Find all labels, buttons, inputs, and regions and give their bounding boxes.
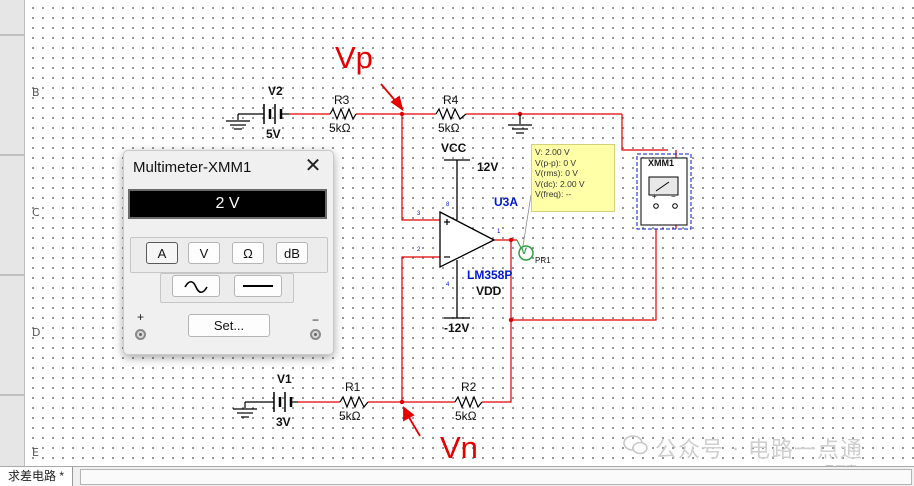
terminal-minus-icon[interactable] <box>310 329 321 340</box>
vcc-name: VCC <box>441 141 467 155</box>
v1-name: V1 <box>277 372 292 386</box>
probe-vpp: V(p-p): 0 V <box>535 157 577 168</box>
terminal-plus-label: + <box>137 310 145 324</box>
schematic-drawing <box>0 34 692 437</box>
r4-value: 5kΩ <box>438 121 460 135</box>
settings-button[interactable]: Set... <box>188 314 270 337</box>
multimeter-panel[interactable]: Multimeter-XMM1 ✕ 2 V A V Ω dB + − Set..… <box>123 150 334 355</box>
v1-value: 3V <box>276 415 291 429</box>
r3-name: R3 <box>334 93 350 107</box>
probe-vfreq: V(freq): -- <box>535 189 572 199</box>
opamp-symbol[interactable] <box>439 159 496 319</box>
ruler-row-e: E <box>32 446 39 459</box>
r3-resistor <box>329 107 357 121</box>
mode-button-ammeter[interactable]: A <box>146 242 178 264</box>
ruler-ticks <box>0 34 24 396</box>
wechat-icon <box>623 435 648 455</box>
probe-symbol: V <box>521 246 528 256</box>
mode-button-db[interactable]: dB <box>276 242 308 264</box>
v2-name: V2 <box>268 84 283 98</box>
r4-resistor <box>435 107 467 121</box>
opamp-pin-2: 2 <box>417 247 421 253</box>
vdd-value: -12V <box>444 321 470 335</box>
opamp-ref: U3A <box>494 195 519 209</box>
r2-name: R2 <box>461 380 477 394</box>
left-ruler <box>0 0 25 466</box>
multimeter-display: 2 V <box>128 189 327 219</box>
v2-battery[interactable] <box>226 104 289 130</box>
r1-resistor <box>339 395 369 409</box>
ground-r4 <box>508 114 532 134</box>
vdd-name: VDD <box>476 284 502 298</box>
dc-line-glyph <box>243 285 273 287</box>
v1-battery[interactable] <box>233 392 298 418</box>
r1-name: R1 <box>345 380 361 394</box>
vp-annotation: Vp <box>335 40 373 75</box>
mode-button-ohmmeter[interactable]: Ω <box>232 242 264 264</box>
terminal-minus-label: − <box>312 313 320 327</box>
xmm1-plus: + <box>652 192 657 201</box>
probe-readout: V: 2.00 V V(p-p): 0 V V(rms): 0 V V(dc):… <box>531 144 615 212</box>
tab-document[interactable]: 求差电路 * <box>0 467 74 486</box>
watermark-main: 公众号 · 电路一点通 <box>655 438 863 463</box>
probe-pr1[interactable] <box>516 194 534 261</box>
probe-vdc: V(dc): 2.00 V <box>535 178 585 189</box>
ruler-row-b: B <box>32 86 40 99</box>
junctions <box>399 111 523 405</box>
r3-value: 5kΩ <box>329 121 351 135</box>
annotation-arrows <box>380 83 421 437</box>
probe-v: V: 2.00 V <box>535 147 570 157</box>
wires[interactable] <box>289 113 677 403</box>
ruler-row-c: C <box>32 206 40 219</box>
ac-wave-icon[interactable] <box>172 275 220 297</box>
r1-value: 5kΩ <box>339 409 361 423</box>
probe-vrms: V(rms): 0 V <box>535 168 578 178</box>
status-bar: 求差电路 * <box>0 466 914 486</box>
vcc-value: 12V <box>477 160 499 174</box>
opamp-pin-3: 3 <box>417 211 421 217</box>
ruler-row-d: D <box>32 326 41 339</box>
opamp-pin-8: 8 <box>446 202 450 208</box>
ac-wave-glyph <box>184 280 208 294</box>
vn-annotation: Vn <box>440 430 478 465</box>
r2-resistor <box>454 395 483 409</box>
r4-name: R4 <box>443 93 459 107</box>
mode-button-voltmeter[interactable]: V <box>188 242 220 264</box>
status-field <box>80 469 912 485</box>
dc-line-icon[interactable] <box>234 275 282 297</box>
terminal-plus-icon[interactable] <box>135 329 146 340</box>
probe-name: PR1 <box>535 256 551 265</box>
opamp-pin-1: 1 <box>497 229 501 235</box>
resistors[interactable] <box>329 107 483 409</box>
xmm1-name: XMM1 <box>648 158 675 168</box>
close-icon[interactable]: ✕ <box>304 155 322 177</box>
r2-value: 5kΩ <box>455 409 477 423</box>
opamp-pin-4: 4 <box>446 282 450 288</box>
xmm1-meter[interactable] <box>636 153 692 230</box>
v2-value: 5V <box>266 127 281 141</box>
opamp-part: LM358P <box>467 268 513 282</box>
opamp-signs <box>444 219 450 258</box>
multimeter-title: Multimeter-XMM1 <box>133 159 252 176</box>
xmm1-minus: − <box>671 192 676 201</box>
